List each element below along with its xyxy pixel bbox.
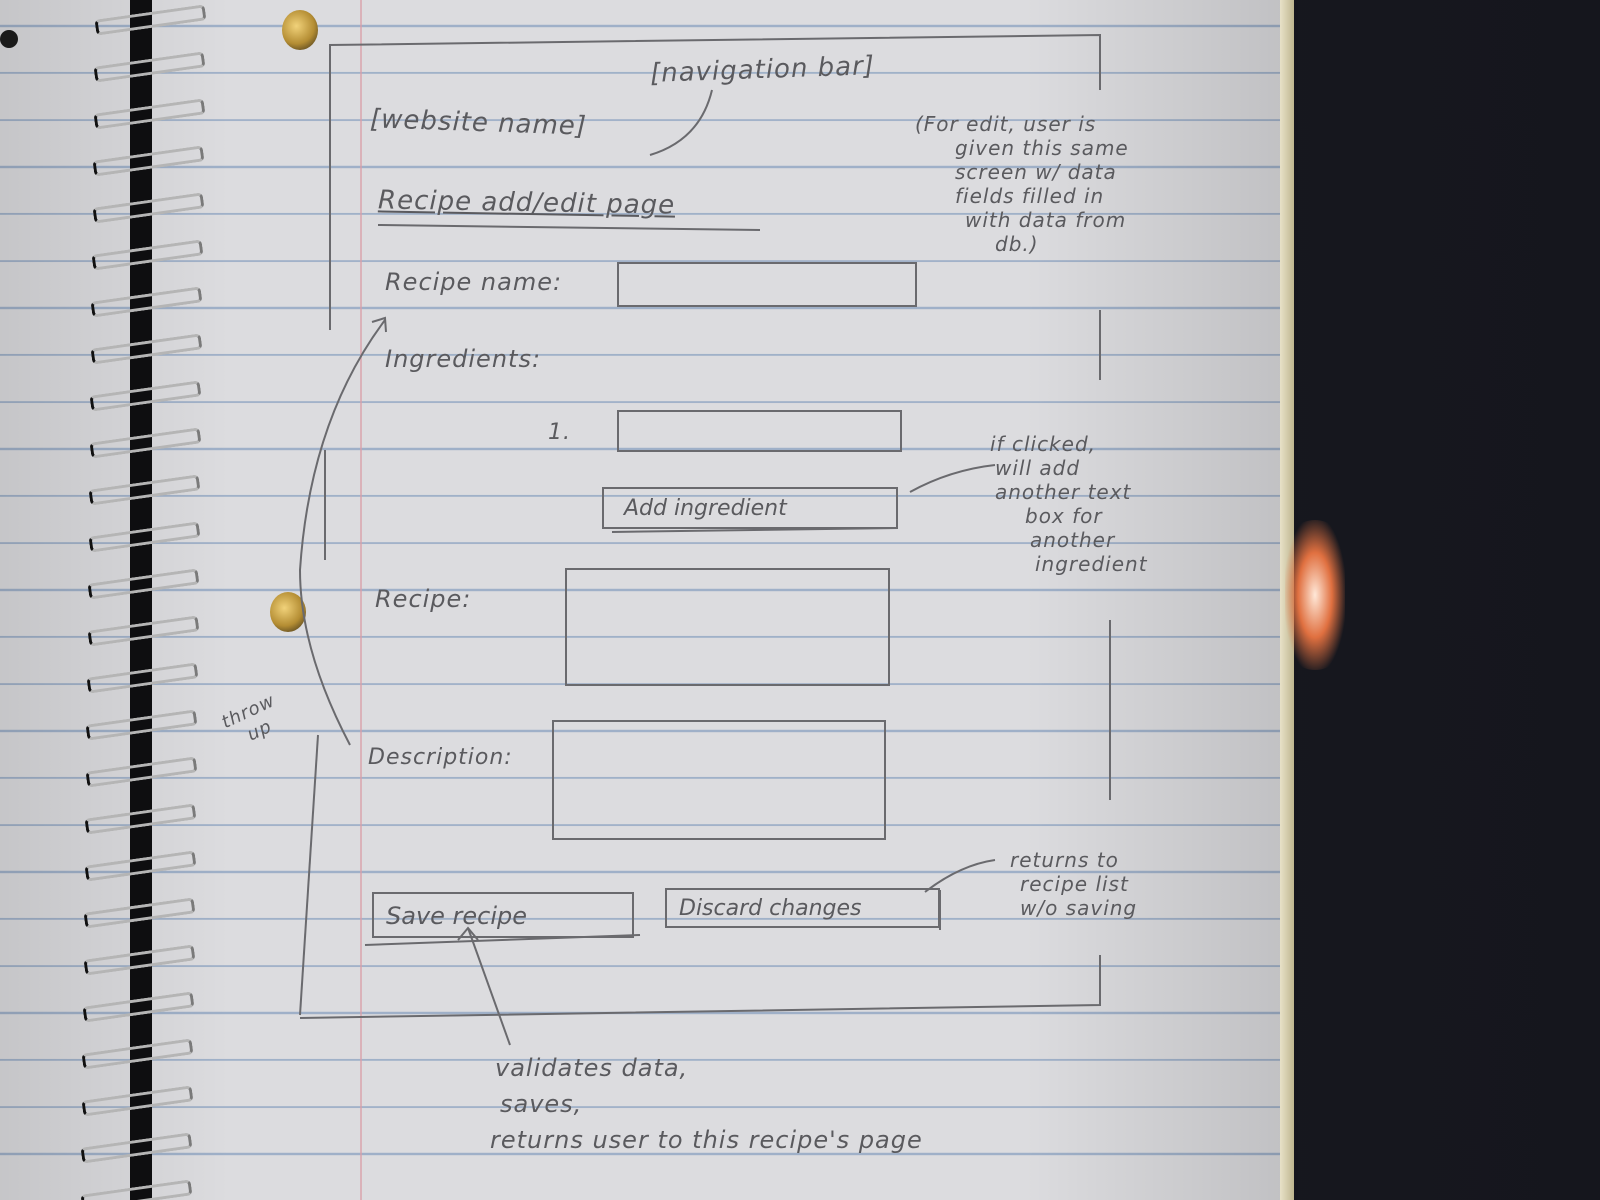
add-ingredient-note: if clicked, will add another text box fo… — [990, 432, 1148, 576]
ingredients-label: Ingredients: — [385, 345, 542, 373]
edit-note: (For edit, user is given this same scree… — [915, 112, 1129, 256]
notebook-page: [navigation bar] [website name] Recipe a… — [0, 0, 1280, 1200]
light-glare — [1285, 520, 1345, 670]
page-title: Recipe add/edit page — [377, 185, 676, 221]
recipe-name-label: Recipe name: — [385, 268, 563, 296]
discard-note: returns to recipe list w/o saving — [1010, 848, 1138, 920]
recipe-textarea[interactable] — [565, 568, 890, 686]
punch-hole — [270, 592, 306, 632]
add-ingredient-button[interactable]: Add ingredient — [602, 487, 898, 529]
recipe-label: Recipe: — [375, 585, 472, 613]
ingredient-field[interactable] — [617, 410, 902, 452]
notebook-spine — [130, 0, 152, 1200]
description-textarea[interactable] — [552, 720, 886, 840]
margin-line — [360, 0, 362, 1200]
save-recipe-button[interactable]: Save recipe — [372, 892, 634, 938]
discard-changes-button[interactable]: Discard changes — [665, 888, 940, 928]
recipe-name-field[interactable] — [617, 262, 917, 307]
description-label: Description: — [368, 745, 513, 770]
ingredient-number: 1. — [548, 420, 571, 445]
punch-hole — [0, 30, 18, 48]
punch-hole — [282, 10, 318, 50]
save-note: validates data, saves, returns user to t… — [490, 1054, 923, 1154]
